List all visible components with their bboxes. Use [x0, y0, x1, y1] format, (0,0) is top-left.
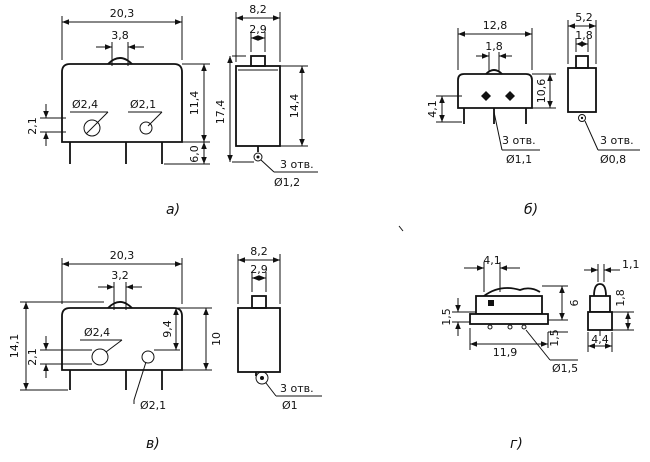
fig-a-body-height-label: 11,4	[188, 91, 201, 116]
fig-v-pin-spacing-label: 3,2	[111, 269, 129, 282]
fig-g-height-label: 6	[568, 300, 581, 307]
fig-g-side-height-label: 1,8	[614, 289, 627, 307]
fig-a-side-inner-label: 2,9	[249, 23, 267, 36]
fig-g-pin-spacing-label: 4,1	[483, 254, 501, 267]
fig-a-lead-length-label: 6,0	[188, 145, 201, 163]
figure-b-front-view	[436, 28, 556, 151]
fig-v-lead-hole-label: Ø1	[282, 399, 298, 412]
fig-v-side-width-label: 8,2	[250, 245, 268, 258]
fig-g-lead-offset-label: 1,5	[548, 329, 561, 347]
fig-v-hole-offset-label: 2,1	[26, 348, 39, 366]
fig-v-hole2-label: Ø2,1	[140, 399, 166, 412]
fig-a-side-height-label: 14,4	[288, 94, 301, 119]
fig-g-caption: г)	[510, 436, 523, 452]
figure-g-front-view	[452, 262, 578, 361]
hole-2-4-a	[83, 119, 101, 137]
fig-a-hole1-label: Ø2,4	[72, 98, 98, 111]
fig-v-holes-note: 3 отв.	[280, 382, 314, 395]
hole-2-1-v	[141, 350, 155, 364]
hole-2-1-a	[139, 121, 153, 135]
figure-v-front-view	[20, 258, 212, 404]
fig-g-side-width-label: 4,4	[591, 333, 609, 346]
fig-g-width-label: 11,9	[493, 346, 518, 359]
fig-a-caption: а)	[166, 202, 180, 218]
fig-a-lead-hole-label: Ø1,2	[274, 176, 300, 189]
fig-a-side-width-label: 8,2	[249, 3, 267, 16]
fig-b-hole-offset-label: 4,1	[426, 100, 439, 118]
fig-b-side-inner-label: 1,8	[575, 29, 593, 42]
fig-a-width-label: 20,3	[110, 7, 135, 20]
fig-g-left-offset-label: 1,5	[440, 308, 453, 326]
fig-b-height-label: 10,6	[535, 79, 548, 104]
fig-v-inner-height-label: 9,4	[161, 320, 174, 338]
figure-v-side-view	[237, 254, 322, 397]
fig-b-hole-dia-side: Ø0,8	[600, 153, 626, 166]
fig-b-pin-spacing-label: 1,8	[485, 40, 503, 53]
fig-a-hole2-label: Ø2,1	[130, 98, 156, 111]
fig-a-pin-spacing-label: 3,8	[111, 29, 129, 42]
fig-v-width-label: 20,3	[110, 249, 135, 262]
figure-g-side-view	[584, 264, 634, 352]
fig-v-body-height-label: 10	[210, 332, 223, 346]
fig-b-side-width-label: 5,2	[575, 11, 593, 24]
fig-v-hole1-label: Ø2,4	[84, 326, 110, 339]
fig-b-hole-dia-front: Ø1,1	[506, 153, 532, 166]
fig-g-hole-dia-label: Ø1,5	[552, 362, 578, 375]
fig-g-side-top-label: 1,1	[622, 258, 640, 271]
stray-mark	[398, 225, 404, 232]
fig-a-hole-offset-label: 2,1	[26, 117, 39, 135]
fig-v-total-height-label: 14,1	[8, 334, 21, 359]
fig-b-width-label: 12,8	[483, 19, 508, 32]
fig-b-holes-note-front: 3 отв.	[502, 134, 536, 147]
fig-b-holes-note-side: 3 отв.	[600, 134, 634, 147]
fig-v-side-inner-label: 2,9	[250, 263, 268, 276]
fig-b-caption: б)	[524, 202, 538, 218]
figure-a-side-view	[227, 12, 318, 173]
fig-a-total-height-label: 17,4	[214, 100, 227, 125]
figure-a-front-view	[40, 16, 210, 165]
fig-a-holes-note: 3 отв.	[280, 158, 314, 171]
hole-2-4-v	[91, 348, 109, 366]
figure-b-side-view	[567, 20, 640, 151]
fig-v-caption: в)	[146, 436, 160, 452]
